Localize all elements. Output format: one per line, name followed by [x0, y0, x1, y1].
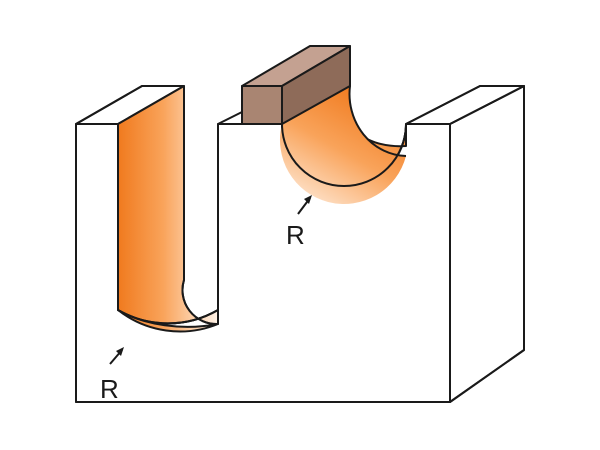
top-groove-surface-fill [279, 86, 406, 205]
radius-left-label: R [100, 374, 119, 404]
bar-side-face [281, 45, 351, 125]
top-groove-back-edge [348, 85, 407, 157]
block-right-face [449, 85, 525, 403]
radius-top-label: R [286, 220, 305, 250]
radius-left-arrowhead [116, 347, 124, 356]
vertical-groove-inner-edge [181, 86, 219, 326]
vertical-groove-surface [117, 85, 219, 326]
top-groove-outline [281, 123, 407, 187]
block-outline [75, 85, 525, 403]
radius-top-arrowhead [304, 195, 312, 204]
bar-front-face [241, 85, 283, 125]
block-top-middle-strip [217, 111, 243, 125]
